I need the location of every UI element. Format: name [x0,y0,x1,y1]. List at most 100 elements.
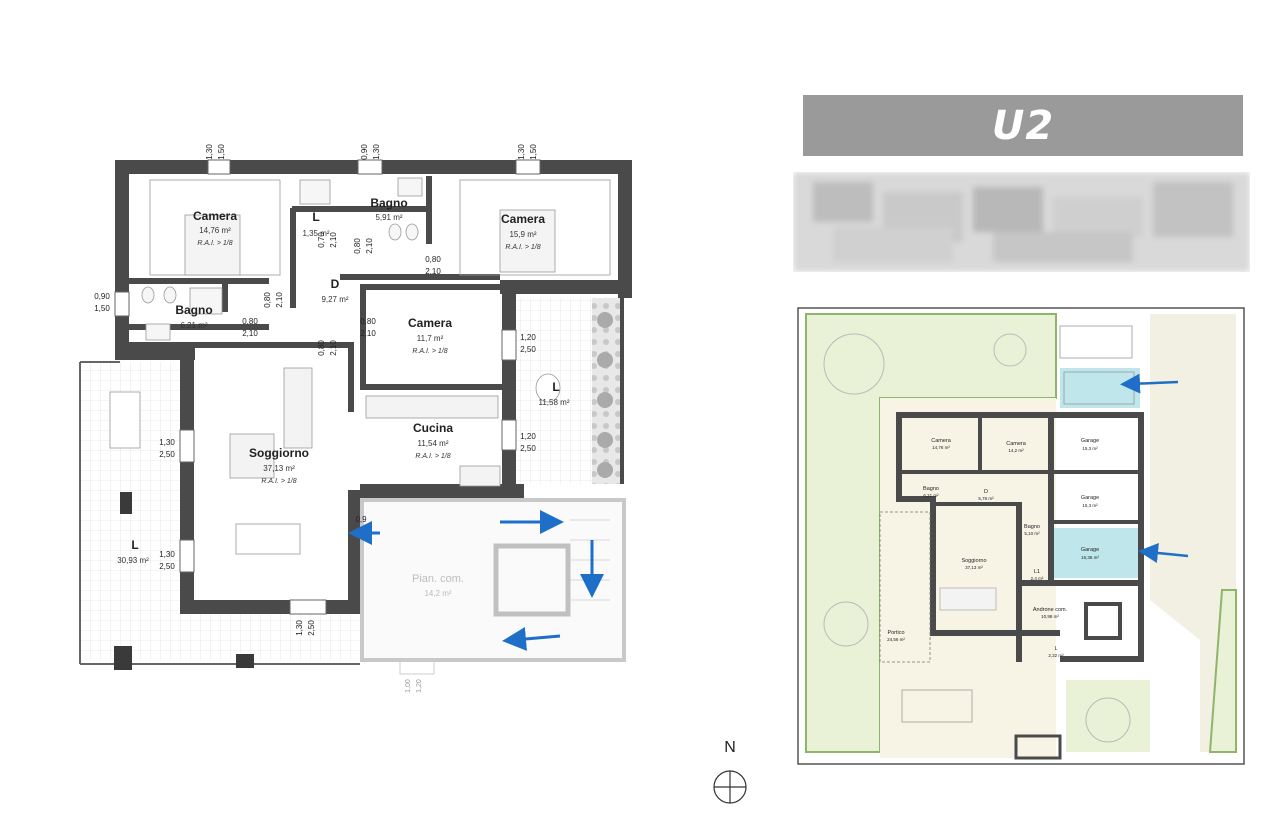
dim-d7-b: 2,10 [329,340,338,356]
dim-d4-b: 2,10 [275,292,284,308]
site-androne-name: Androne com. [1033,607,1068,613]
unit-title: U2 [991,102,1055,149]
bagno-top-area: 5,91 m² [375,213,402,222]
site-garage2-name: Garage [1081,495,1099,501]
camera1-name: Camera [193,209,237,223]
site-bagno1-area: 6,21 m² [923,493,939,498]
dim-w3-a: 1,30 [517,144,526,160]
cucina-name: Cucina [413,421,453,435]
disimpegno-name: D [331,277,340,291]
site-bagno1-name: Bagno [923,486,939,492]
stair-arrow-3 [502,627,561,651]
site-plan [797,307,1245,765]
camera2-name: Camera [501,212,545,226]
site-d-name: D [984,489,988,495]
dim-w7-a: 1,30 [159,438,175,447]
dim-d2-a: 0,70 [317,232,326,248]
dim-d7-a: 0,80 [317,340,326,356]
loggia-right-area: 11,58 m² [539,398,570,407]
north-symbol [713,770,747,804]
camera1-rai: R.A.I. > 1/8 [197,240,232,247]
site-camera1-area: 14,76 m² [932,445,950,450]
bagno-left-name: Bagno [175,303,212,317]
soggiorno-area: 37,13 m² [263,464,295,473]
site-garage3-name: Garage [1081,547,1099,553]
site-camera2-area: 14,2 m² [1008,448,1024,453]
unit-title-banner: U2 [803,95,1243,156]
dim-d5-b: 2,10 [242,329,258,338]
site-camera1-name: Camera [931,438,952,444]
dim-d3-b: 2,10 [425,267,441,276]
loggia-left-area: 30,93 m² [117,556,149,565]
site-portico-name: Portico [887,630,904,636]
dim-d6-b: 2,10 [360,329,376,338]
garage-arrow-top [1120,373,1179,394]
dim-w9-a: 1,30 [295,620,304,636]
site-bagno2-area: 5,10 m² [1024,531,1040,536]
site-l2-area: 2,32 m² [1048,653,1064,658]
dim-w6-b: 2,50 [520,444,536,453]
dim-d2-b: 2,10 [329,232,338,248]
dim-d4-a: 0,80 [263,292,272,308]
site-bagno2-name: Bagno [1024,524,1040,530]
blurred-description [793,172,1250,272]
dim-w7-b: 2,50 [159,450,175,459]
dim-b1-b: 1,20 [416,679,423,693]
cucina-area: 11,54 m² [418,439,449,448]
dim-d3-a: 0,80 [425,255,441,264]
dim-w3-b: 1,50 [529,144,538,160]
main-plan-labels: Camera 14,76 m² R.A.I. > 1/8 Bagno 5,91 … [94,144,570,693]
dim-b1-a: 1,00 [405,679,412,693]
pian-com-name: Pian. com. [412,573,464,585]
site-garage1-area: 15,3 m² [1082,446,1098,451]
disimpegno-area: 9,27 m² [321,295,348,304]
dim-d1-b: 2,10 [365,238,374,254]
north-label: N [724,739,736,756]
l-small-name: L [312,210,319,224]
site-androne-area: 10,98 m² [1041,614,1059,619]
dim-w2-a: 0,90 [360,144,369,160]
pian-com-area: 14,2 m² [424,589,451,598]
dim-w8-a: 1,30 [159,550,175,559]
camera1-area: 14,76 m² [199,226,231,235]
dim-w4-b: 1,50 [94,304,110,313]
site-l1-area: 2,4 m² [1031,576,1044,581]
site-soggiorno-area: 37,13 m² [965,565,983,570]
soggiorno-name: Soggiorno [249,446,309,460]
site-camera2-name: Camera [1006,441,1027,447]
bagno-top-name: Bagno [370,196,407,210]
dim-entry: 0,9 [355,515,367,524]
camera2-area: 15,9 m² [509,230,536,239]
site-d-area: 5,76 m² [978,496,994,501]
site-garage3-area: 16,36 m² [1081,555,1099,560]
dim-w5-a: 1,20 [520,333,536,342]
dim-w4-a: 0,90 [94,292,110,301]
site-garage1-name: Garage [1081,438,1099,444]
dim-d1-a: 0,80 [353,238,362,254]
cucina-rai: R.A.I. > 1/8 [415,453,450,460]
dim-d6-a: 0,80 [360,317,376,326]
dim-w1-b: 1,50 [217,144,226,160]
site-l1-name: L1 [1034,569,1040,575]
camera3-area: 11,7 m² [417,334,444,343]
loggia-right-name: L [552,380,559,394]
garage-arrow-bottom [1138,543,1189,563]
dim-w6-a: 1,20 [520,432,536,441]
camera3-name: Camera [408,316,452,330]
site-l2-name: L [1054,646,1057,652]
dim-w9-b: 2,50 [307,620,316,636]
site-plan-labels: Camera 14,76 m² Camera 14,2 m² Garage 15… [887,438,1099,658]
site-portico-area: 24,56 m² [887,637,905,642]
site-soggiorno-name: Soggiorno [961,558,986,564]
site-garage2-area: 15,3 m² [1082,503,1098,508]
dim-w5-b: 2,50 [520,345,536,354]
main-floor-plan [79,159,632,675]
camera2-rai: R.A.I. > 1/8 [505,244,540,251]
loggia-left-name: L [131,538,138,552]
camera3-rai: R.A.I. > 1/8 [412,348,447,355]
dim-w1-a: 1,30 [205,144,214,160]
dim-w2-b: 1,30 [372,144,381,160]
soggiorno-rai: R.A.I. > 1/8 [261,478,296,485]
l-small-area: 1,35 m² [302,229,329,238]
